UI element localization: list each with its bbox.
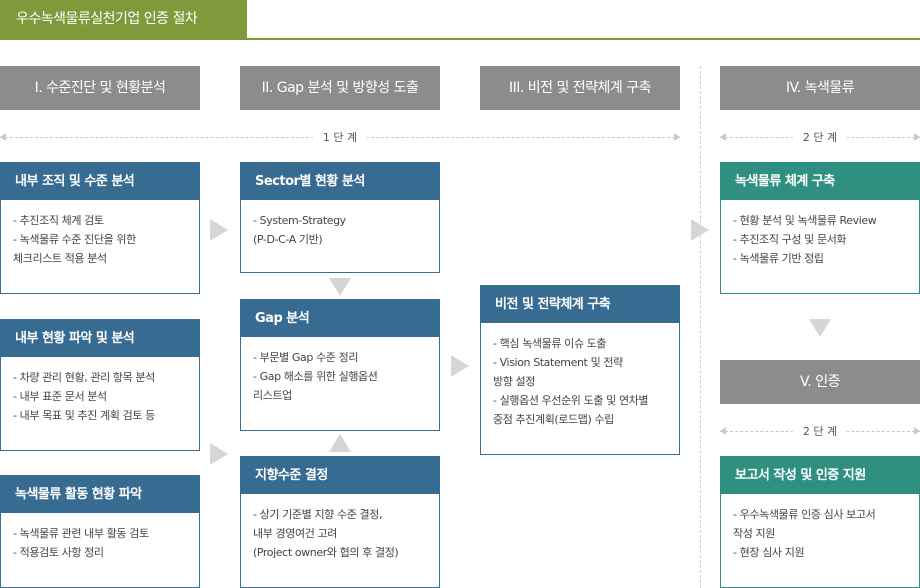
box-item: - 핵심 녹색물류 이슈 도출 — [493, 337, 607, 350]
box-sector-analysis: Sector별 현황 분석 - System-Strategy (P-D-C-A… — [240, 162, 440, 273]
box-item: - 현장 심사 지원 — [733, 546, 805, 559]
section-divider — [700, 66, 701, 588]
box-item: 내부 경영여건 고려 — [253, 527, 337, 540]
page-title: 우수녹색물류실천기업 인증 절차 — [0, 0, 247, 38]
box-green-logistics-activity: 녹색물류 활동 현황 파악 - 녹색물류 관련 내부 활동 검토 - 적용검토 … — [0, 475, 200, 588]
box-title: Gap 분석 — [241, 300, 439, 337]
phase-2-header: II. Gap 분석 및 방향성 도출 — [240, 66, 440, 110]
stage-2-indicator-top: 2 단 계 — [720, 128, 920, 148]
box-title: 지향수준 결정 — [241, 457, 439, 494]
box-vision-strategy: 비전 및 전략체계 구축 - 핵심 녹색물류 이슈 도출 - Vision St… — [480, 285, 680, 455]
phase-5-header: V. 인증 — [720, 360, 920, 404]
box-title: 보고서 작성 및 인증 지원 — [721, 457, 919, 494]
flow-arrow-right-icon — [210, 443, 228, 465]
arrow-left-icon — [720, 133, 726, 141]
flow-arrow-up-icon — [329, 434, 351, 452]
flow-arrow-down-icon — [809, 319, 831, 337]
box-internal-status-analysis: 내부 현황 파악 및 분석 - 차량 관리 현황, 관리 항목 분석 - 내부 … — [0, 319, 200, 451]
box-item: - 녹색물류 기반 정립 — [733, 252, 824, 265]
box-target-level: 지향수준 결정 - 상기 기준별 지향 수준 결정, 내부 경영여건 고려 (P… — [240, 456, 440, 588]
arrow-right-icon — [914, 133, 920, 141]
box-report-certification: 보고서 작성 및 인증 지원 - 우수녹색물류 인증 심사 보고서 작성 지원 … — [720, 456, 920, 588]
flow-arrow-right-icon — [210, 219, 228, 241]
phase-4-header: IV. 녹색물류 — [720, 66, 920, 110]
flow-arrow-right-icon — [691, 219, 709, 241]
arrow-left-icon — [720, 427, 726, 435]
box-item: - Vision Statement 및 전략 — [493, 356, 623, 369]
box-item: (Project owner와 협의 후 결정) — [253, 546, 399, 559]
box-gap-analysis: Gap 분석 - 부문별 Gap 수준 정리 - Gap 해소를 위한 실행옵션… — [240, 299, 440, 431]
phase-1-header: I. 수준진단 및 현황분석 — [0, 66, 200, 110]
box-title: 녹색물류 체계 구축 — [721, 163, 919, 200]
stage-label: 2 단 계 — [792, 128, 848, 148]
stage-label: 2 단 계 — [792, 422, 848, 442]
arrow-left-icon — [0, 133, 6, 141]
box-item: - 녹색물류 관련 내부 활동 검토 — [13, 527, 149, 540]
flow-arrow-right-icon — [451, 355, 469, 377]
box-internal-org-analysis: 내부 조직 및 수준 분석 - 추진조직 체계 검토 - 녹색물류 수준 진단을… — [0, 162, 200, 294]
box-item: - 내부 표준 문서 분석 — [13, 390, 107, 403]
box-item: - 상기 기준별 지향 수준 결정, — [253, 508, 383, 521]
stage-1-indicator: 1 단 계 — [0, 128, 680, 148]
title-rule — [0, 38, 920, 40]
box-title: 녹색물류 활동 현황 파악 — [1, 476, 199, 513]
box-item: 중점 추진계획(로드맵) 수립 — [493, 413, 614, 426]
phase-3-header: III. 비전 및 전략체계 구축 — [480, 66, 680, 110]
box-item: - 차량 관리 현황, 관리 항목 분석 — [13, 371, 155, 384]
box-item: - 녹색물류 수준 진단을 위한 — [13, 233, 136, 246]
box-title: 비전 및 전략체계 구축 — [481, 286, 679, 323]
box-item: - 추진조직 체계 검토 — [13, 214, 104, 227]
box-item: 작성 지원 — [733, 527, 775, 540]
box-item: - 실행옵션 우선순위 도출 및 연차별 — [493, 394, 649, 407]
box-item: - 적용검토 사항 정리 — [13, 546, 104, 559]
box-title: 내부 현황 파악 및 분석 — [1, 320, 199, 357]
stage-2-indicator-bottom: 2 단 계 — [720, 422, 920, 442]
stage-label: 1 단 계 — [312, 128, 368, 148]
flow-arrow-down-icon — [329, 278, 351, 296]
box-item: - 추진조직 구성 및 문서화 — [733, 233, 847, 246]
box-item: - 우수녹색물류 인증 심사 보고서 — [733, 508, 876, 521]
box-item: - System-Strategy — [253, 214, 346, 227]
box-item: - 부문별 Gap 수준 정리 — [253, 351, 359, 364]
box-item: 체크리스트 적용 분석 — [13, 252, 107, 265]
box-title: 내부 조직 및 수준 분석 — [1, 163, 199, 200]
box-title: Sector별 현황 분석 — [241, 163, 439, 200]
box-item: 방향 설정 — [493, 375, 535, 388]
arrow-right-icon — [914, 427, 920, 435]
box-item: - 현황 분석 및 녹색물류 Review — [733, 214, 877, 227]
box-item: 리스트업 — [253, 389, 292, 402]
box-green-logistics-system: 녹색물류 체계 구축 - 현황 분석 및 녹색물류 Review - 추진조직 … — [720, 162, 920, 294]
arrow-right-icon — [674, 133, 680, 141]
box-item: (P-D-C-A 기반) — [253, 233, 323, 246]
box-item: - Gap 해소를 위한 실행옵션 — [253, 370, 378, 383]
box-item: - 내부 목표 및 추진 계획 검토 등 — [13, 409, 155, 422]
